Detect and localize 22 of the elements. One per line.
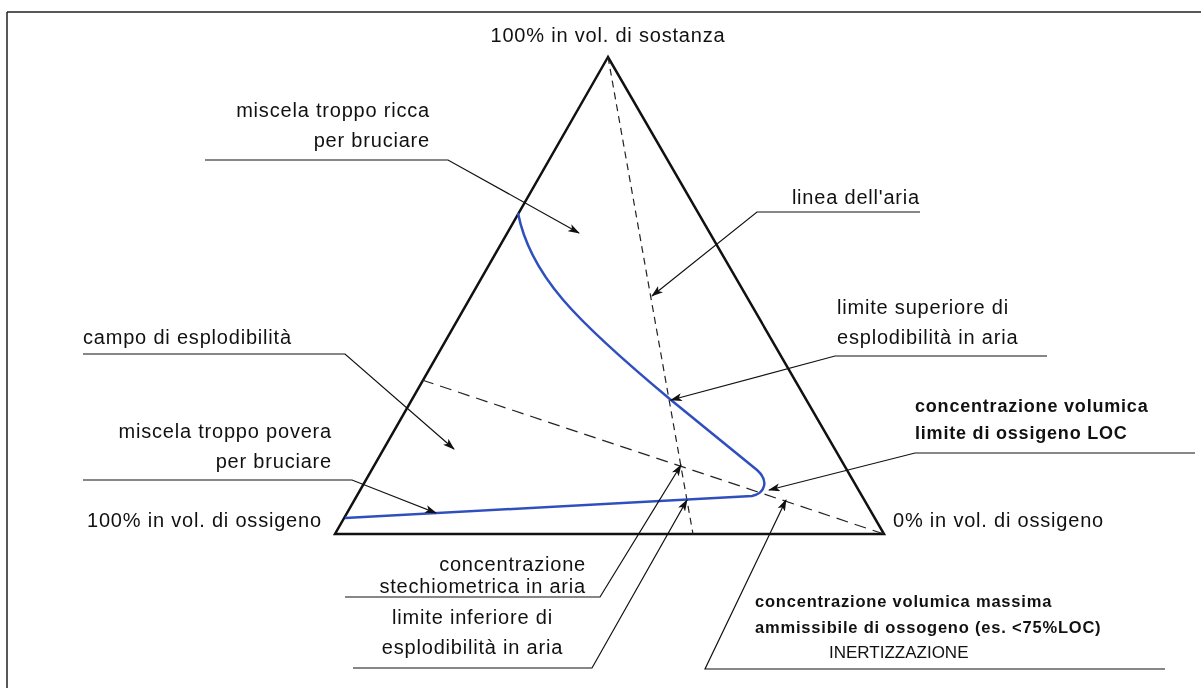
callout-text: concentrazione stechiometrica in aria	[378, 553, 586, 597]
callout-text: campo di esplodibilità	[83, 325, 293, 350]
vertex-label: 0% in vol. di ossigeno	[893, 508, 1105, 533]
callout-text: miscela troppo ricca per bruciare	[235, 98, 430, 153]
leader-line	[704, 499, 1166, 670]
vertex-label: 100% in vol. di sostanza	[490, 23, 726, 48]
leader-line	[344, 464, 682, 598]
callout-text: concentrazione volumica limite di ossigeno LOC	[915, 395, 1150, 445]
leader-line	[82, 479, 437, 514]
leader-line	[651, 211, 921, 297]
callout-text: limite inferiore di esplodibilità in aria	[380, 605, 565, 660]
leader-line	[352, 499, 688, 669]
callout-text: limite superiore di esplodibilità in aria	[837, 295, 1020, 350]
callout-text: linea dell'aria	[790, 185, 920, 210]
leader-line	[82, 353, 455, 450]
callout-text: miscela troppo povera per bruciare	[117, 419, 332, 474]
callout-subtext: INERTIZZAZIONE	[828, 642, 970, 664]
leader-line	[204, 159, 580, 234]
callout-text: concentrazione volumica massima ammissibile di ossogeno (es. <75%LOC)	[755, 591, 1103, 638]
vertex-label: 100% in vol. di ossigeno	[87, 508, 322, 533]
leader-line	[670, 355, 1048, 401]
leader-line	[768, 452, 1196, 492]
